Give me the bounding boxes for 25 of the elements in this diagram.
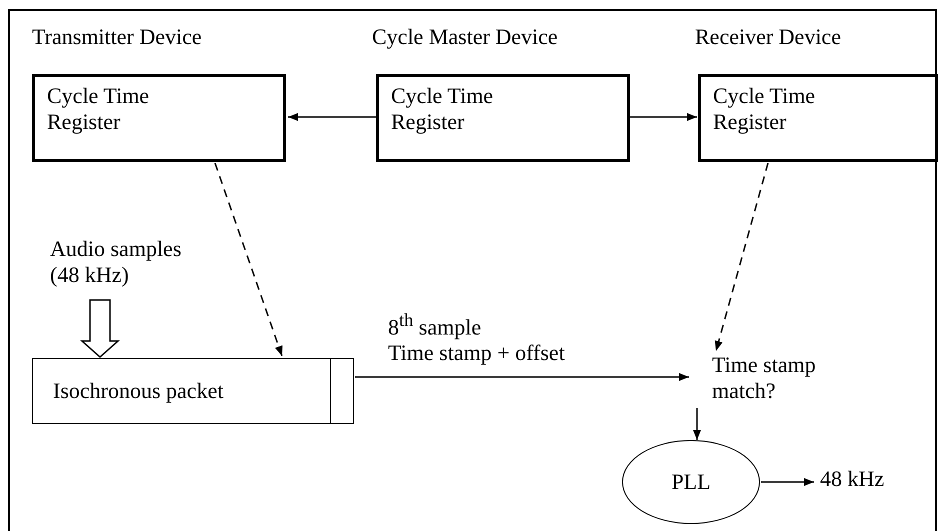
node-text: Time stamp match? xyxy=(690,352,850,408)
register-box xyxy=(698,74,938,162)
block-arrow xyxy=(80,299,120,358)
packet-text: Isochronous packet xyxy=(53,378,224,404)
dashed-arrow xyxy=(714,162,769,352)
node-text: Audio samples (48 kHz) xyxy=(50,236,210,296)
register-text: Cycle Time Register xyxy=(47,83,150,135)
arrow xyxy=(355,373,689,381)
arrow xyxy=(630,113,697,121)
register-box xyxy=(32,74,286,162)
device-heading: Transmitter Device xyxy=(32,24,202,50)
device-heading: Cycle Master Device xyxy=(372,24,558,50)
pll-text: PLL xyxy=(671,469,711,495)
device-heading: Receiver Device xyxy=(695,24,841,50)
register-text: Cycle Time Register xyxy=(391,83,494,135)
node-text: 48 kHz xyxy=(820,466,900,496)
arrow xyxy=(761,478,814,486)
dashed-arrow xyxy=(214,162,283,356)
pll-ellipse xyxy=(622,440,760,524)
arrow xyxy=(288,113,376,121)
sample-note: 8$^{th}$ sample xyxy=(388,310,482,340)
arrow xyxy=(693,408,701,440)
register-text: Cycle Time Register xyxy=(713,83,816,135)
register-box xyxy=(376,74,630,162)
packet-box xyxy=(32,358,354,424)
